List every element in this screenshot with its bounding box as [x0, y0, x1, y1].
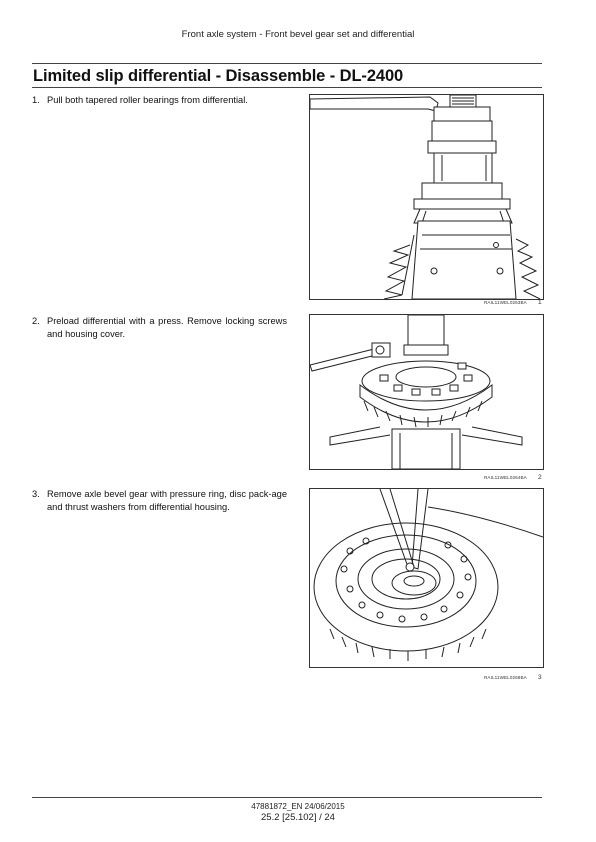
press-preload-illustration — [310, 315, 523, 469]
figure-code: RAIL11WEL0264BA — [484, 475, 527, 480]
figure-1 — [309, 94, 544, 300]
step-2: 2. Preload differential with a press. Re… — [32, 315, 287, 340]
figure-number: 3 — [538, 674, 542, 681]
title-rule-bottom — [32, 87, 542, 88]
bearing-puller-illustration — [310, 95, 541, 299]
page-title: Limited slip differential - Disassemble … — [33, 67, 404, 85]
step-1: 1. Pull both tapered roller bearings fro… — [32, 94, 287, 107]
step-text: Pull both tapered roller bearings from d… — [47, 95, 248, 105]
figure-code: RAIL11WEL0268BA — [484, 675, 527, 680]
document-id: 47881872_EN 24/06/2015 — [251, 802, 345, 811]
figure-2 — [309, 314, 544, 470]
footer-rule — [32, 797, 542, 798]
title-rule-top — [32, 63, 542, 64]
bevel-gear-removal-illustration — [313, 489, 543, 661]
figure-code: RAIL11WEL0263BA — [484, 300, 527, 305]
running-header: Front axle system - Front bevel gear set… — [181, 29, 415, 40]
step-number: 2. — [32, 316, 40, 326]
step-text: Preload differential with a press. Remov… — [47, 316, 287, 339]
figure-3 — [309, 488, 544, 668]
step-number: 1. — [32, 95, 40, 105]
step-number: 3. — [32, 489, 40, 499]
step-3: 3. Remove axle bevel gear with pressure … — [32, 488, 287, 513]
figure-number: 2 — [538, 474, 542, 481]
figure-number: 1 — [538, 299, 542, 306]
step-text: Remove axle bevel gear with pressure rin… — [47, 489, 287, 512]
page-number: 25.2 [25.102] / 24 — [261, 812, 335, 823]
